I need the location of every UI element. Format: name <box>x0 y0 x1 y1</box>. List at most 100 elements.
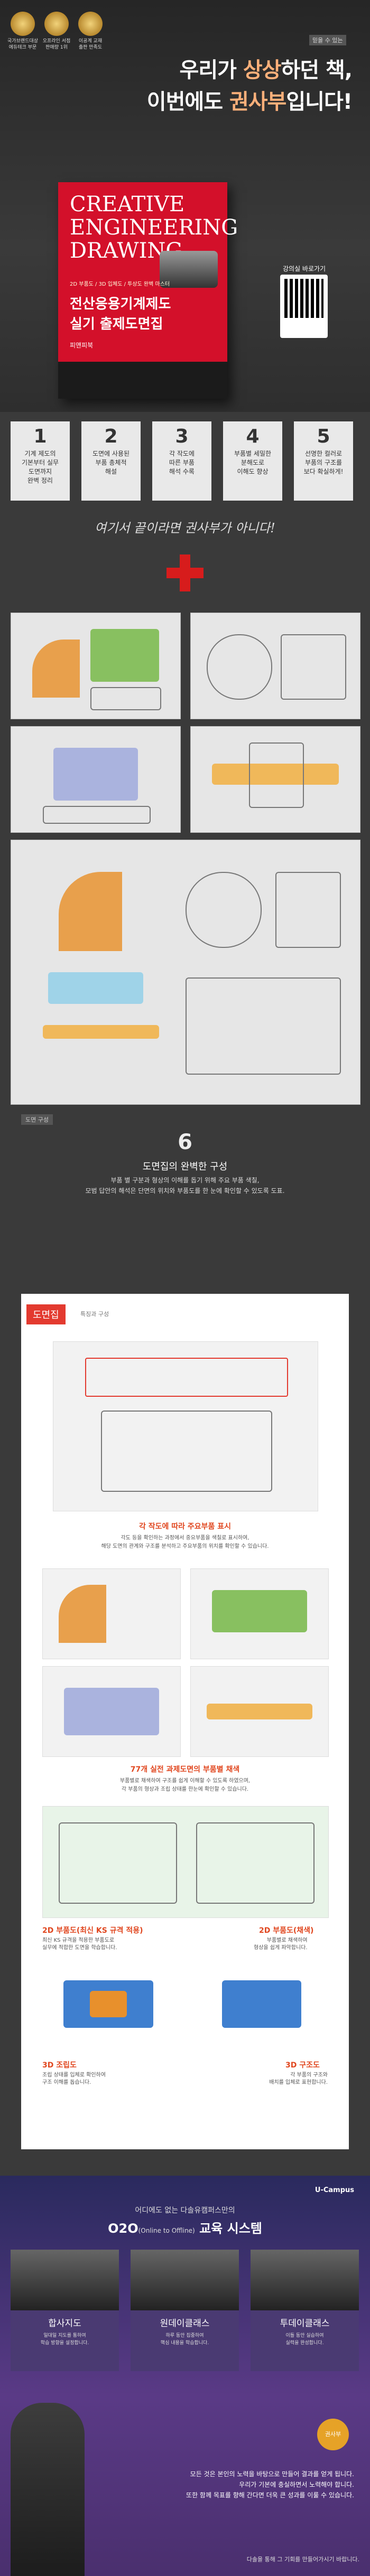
card-title: 합사지도 <box>48 2318 81 2329</box>
card-photo <box>251 2250 359 2310</box>
part-outline <box>43 806 151 824</box>
label-title: 3D 구조도 <box>285 2061 320 2070</box>
part-outline <box>90 687 161 710</box>
headline-text: 이번에도 <box>146 90 229 114</box>
drawing-panel <box>190 613 360 719</box>
book-publisher: 피앤피북 <box>70 342 94 349</box>
part-shape <box>212 1590 307 1632</box>
o2o-title-main: O2O <box>108 2221 138 2236</box>
book-cover-image <box>160 251 218 288</box>
drawing-panel <box>190 726 360 833</box>
tagline-small: 믿을 수 있는 <box>309 35 346 45</box>
book-cover: CREATIVE ENGINEERING DRAWING 2D 부품도 / 3D… <box>58 182 238 399</box>
feature-number: 3 <box>175 426 189 447</box>
detail-tag-sub: 특징과 구성 <box>80 1311 109 1318</box>
handwrite-text: 여기서 끝이라면 권사부가 아니다! <box>95 521 275 535</box>
o2o-card: 원데이클래스 하루 동안 집중하여 핵심 내용을 학습합니다. <box>131 2250 239 2371</box>
feature-card: 3 각 작도에 따른 부품 해석 수록 <box>152 421 211 501</box>
award-text: 국가브랜드대상 에듀테크 부문 <box>7 39 38 50</box>
feature-number: 5 <box>317 426 330 447</box>
part-outline <box>186 977 341 1075</box>
card-desc: 일대일 지도를 통하여 학습 방향을 설정합니다. <box>40 2333 89 2346</box>
qr-code-link[interactable] <box>280 275 328 338</box>
instructor-badge: 권사부 <box>317 2419 349 2450</box>
o2o-title: O2O(Online to Offline) 교육 시스템 <box>0 2218 370 2236</box>
book-title-ko: 실기 출제도면집 <box>70 316 163 332</box>
headline-highlight: 권사부 <box>229 90 286 114</box>
part-outline <box>186 872 262 948</box>
label-desc: 조립 상태를 입체로 확인하여 구조 이해를 돕습니다. <box>42 2072 106 2085</box>
part-shape <box>59 872 122 951</box>
o2o-title-tail: 교육 시스템 <box>195 2221 262 2236</box>
part-shape <box>53 748 138 801</box>
detail-image <box>42 1568 181 1659</box>
caption-desc: 부품별로 채색하여 구조를 쉽게 이해할 수 있도록 하였으며, 각 부품의 형… <box>119 1778 251 1792</box>
label-title: 3D 조립도 <box>42 2061 77 2070</box>
part-outline <box>281 634 346 700</box>
closing-line: 또한 함께 목표를 향해 간다면 더욱 큰 성과를 이룰 수 있습니다. <box>186 2492 354 2499</box>
detail-tag: 도면집 <box>26 1304 66 1324</box>
award-badge-icon <box>11 12 35 36</box>
part-outline <box>207 634 272 700</box>
qr-label: 강의실 바로가기 <box>283 265 326 272</box>
feature-card: 4 부품별 세밀한 분해도로 이해도 향상 <box>223 421 282 501</box>
detail-image <box>42 1959 180 2049</box>
caption-title: 각 작도에 따라 주요부품 표시 <box>138 1522 232 1531</box>
hero-section: 국가브랜드대상 에듀테크 부문 오프라인 서점 판매량 1위 이공계 교재 출판… <box>0 0 370 412</box>
headline-line-2: 이번에도 권사부입니다! <box>146 84 353 115</box>
part-shape <box>212 764 339 785</box>
feature-number: 4 <box>246 426 260 447</box>
drawing-panel <box>11 726 181 833</box>
summary-title: 도면집의 완벽한 구성 <box>142 1161 228 1172</box>
book-footer <box>58 362 227 399</box>
caption-desc: 각도 등을 확인하는 과정에서 중요부품을 색칠로 표시하여, 해당 도면의 관… <box>101 1535 269 1549</box>
part-outline <box>101 1411 272 1492</box>
detail-image <box>53 1341 318 1511</box>
summary-desc-line: 부품 별 구분과 형상의 이해를 돕기 위해 주요 부품 색칠, <box>110 1177 260 1184</box>
headline-text: 하던 책, <box>281 58 353 82</box>
label-title: 2D 부품도(채색) <box>259 1926 314 1935</box>
feature-card: 2 도면에 사용된 부품 총체적 해설 <box>81 421 141 501</box>
part-shape <box>32 640 80 698</box>
instructor-photo <box>11 2403 85 2576</box>
part-outline <box>275 872 341 948</box>
feature-card: 1 기계 제도의 기본부터 실무 도면까지 완벽 정리 <box>11 421 70 501</box>
features-detail-section: 도면집 특징과 구성 각 작도에 따라 주요부품 표시 각도 등을 확인하는 과… <box>0 1273 370 2176</box>
plus-icon <box>166 554 204 591</box>
footnote: 다솔을 통해 그 기회를 만들어가시기 바랍니다. <box>246 2556 359 2563</box>
card-photo <box>131 2250 239 2310</box>
qr-code-icon <box>284 279 323 318</box>
detail-image <box>42 1806 329 1918</box>
detail-image <box>42 1666 181 1757</box>
closing-text: 모든 것은 본인의 노력을 바탕으로 만들어 결과를 얻게 됩니다. 우리가 기… <box>95 2469 354 2500</box>
award-badge-icon <box>44 12 69 36</box>
summary-number: 6 <box>178 1130 192 1154</box>
part-outline <box>59 1822 177 1904</box>
feature-text: 선명한 컬러로 부품의 구조를 보다 확실하게! <box>303 450 344 475</box>
part-shape <box>48 972 143 1004</box>
plus-section <box>0 544 370 613</box>
ucampus-logo: U-Campus <box>314 2186 354 2194</box>
o2o-title-small: (Online to Offline) <box>138 2227 195 2234</box>
features-section: 1 기계 제도의 기본부터 실무 도면까지 완벽 정리 2 도면에 사용된 부품… <box>0 412 370 512</box>
award-text: 오프라인 서점 판매량 1위 <box>42 39 71 50</box>
part-shape <box>59 1585 106 1643</box>
part-outline <box>249 742 304 808</box>
label-desc: 최신 KS 규격을 적용한 부품도로 실무에 적합한 도면을 학습합니다. <box>42 1938 117 1951</box>
summary-label: 도면 구성 <box>21 1114 53 1125</box>
label-desc: 부품별로 채색하여 형상을 쉽게 파악합니다. <box>254 1938 308 1951</box>
label-title: 2D 부품도(최신 KS 규격 적용) <box>42 1926 143 1935</box>
highlight-box <box>85 1358 288 1397</box>
o2o-subtitle: 어디에도 없는 다솔유캠퍼스만의 <box>135 2206 235 2215</box>
headline-text: 우리가 <box>179 58 243 82</box>
headline-highlight: 상상 <box>243 58 282 82</box>
feature-number: 1 <box>33 426 47 447</box>
part-shape <box>207 1704 312 1719</box>
summary-desc-line: 모범 답안의 해석은 단면의 위치와 부품도를 한 눈에 확인할 수 있도록 도… <box>85 1187 285 1195</box>
card-desc: 이틀 동안 실습하여 실력을 완성합니다. <box>285 2333 324 2346</box>
detail-image <box>190 1568 329 1659</box>
part-shape <box>90 1991 127 2017</box>
summary-desc: 부품 별 구분과 형상의 이해를 돕기 위해 주요 부품 색칠, 모범 답안의 … <box>0 1175 370 1196</box>
drawings-section <box>0 613 370 1109</box>
